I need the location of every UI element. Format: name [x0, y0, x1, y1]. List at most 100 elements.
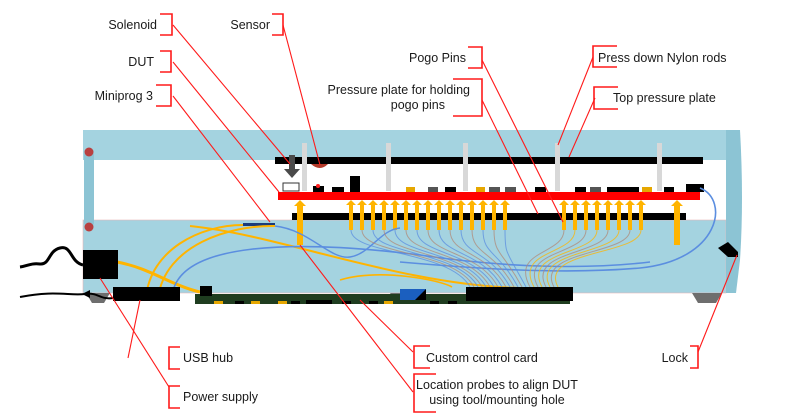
pogo-wires	[350, 229, 642, 288]
pogo-wire	[394, 229, 487, 288]
pogo-wire	[416, 229, 495, 288]
custom-control-card	[195, 286, 573, 304]
label-usb-hub: USB hub	[183, 351, 233, 365]
pogo-wire	[372, 229, 479, 288]
smd	[428, 187, 438, 192]
pogo-wire	[525, 229, 565, 288]
label-pressure-plate-line1: Pressure plate for holding	[328, 83, 470, 97]
pogo-wire	[405, 229, 491, 288]
smd	[575, 187, 586, 192]
smd	[489, 187, 500, 192]
label-power-supply: Power supply	[183, 390, 259, 404]
plug-icon	[82, 290, 90, 298]
pogo-wire	[538, 229, 598, 288]
bracket-nylon-rods	[592, 45, 617, 68]
callout-sensor	[282, 24, 321, 166]
label-lock: Lock	[662, 351, 689, 365]
pogo-pin	[357, 200, 367, 230]
smd	[406, 187, 415, 192]
smd	[306, 300, 332, 304]
pogo-pin	[423, 200, 433, 230]
smd	[445, 187, 456, 192]
callout-pressure-plate	[481, 99, 539, 215]
connector	[686, 184, 704, 192]
label-miniprog: Miniprog 3	[95, 89, 153, 103]
pogo-wire	[427, 229, 499, 288]
callout-miniprog	[172, 95, 271, 223]
hinge-bar	[84, 152, 94, 226]
nylon-rods	[302, 143, 662, 191]
callout-dut	[172, 61, 280, 193]
bracket-location-probes	[413, 373, 436, 413]
pogo-pin	[368, 200, 378, 230]
smd	[342, 301, 351, 304]
top-pressure-plate	[275, 157, 703, 164]
sensor	[311, 164, 328, 168]
pogo-pressure-plate	[292, 213, 686, 220]
pogo-pin	[456, 200, 466, 230]
pogo-wire	[504, 229, 527, 288]
pogo-pin	[379, 200, 389, 230]
power-supply-body	[83, 250, 118, 279]
pogo-wire	[350, 229, 471, 288]
bracket-usb-hub	[168, 346, 180, 370]
callout-top-plate	[568, 97, 596, 158]
pogo-wire	[361, 229, 475, 288]
pogo-wire	[471, 229, 515, 288]
label-sensor: Sensor	[230, 18, 270, 32]
pogo-pin	[581, 200, 591, 230]
pogo-wire	[529, 229, 576, 288]
blue-component-corner	[415, 289, 426, 300]
label-top-pressure-plate: Top pressure plate	[613, 91, 716, 105]
smd	[590, 187, 601, 192]
nylon-rod	[386, 143, 391, 191]
label-dut: DUT	[128, 55, 154, 69]
bracket-sensor	[272, 13, 284, 36]
smd	[278, 301, 287, 304]
smd	[607, 187, 639, 192]
power-supply	[19, 246, 118, 300]
callout-nylon-rods	[557, 56, 594, 146]
label-brackets	[156, 13, 699, 413]
pogo-pin	[478, 200, 488, 230]
bracket-pressure-plate	[453, 78, 483, 117]
pogo-pin	[346, 200, 356, 230]
pogo-pin	[636, 200, 646, 230]
callout-lock	[697, 254, 738, 353]
lid-top-band	[83, 130, 726, 160]
pogo-wire	[534, 229, 587, 288]
smd	[476, 187, 485, 192]
pogo-pin	[559, 200, 569, 230]
foot-left	[86, 293, 110, 303]
smd	[384, 301, 393, 304]
location-probe	[294, 200, 306, 245]
solenoid-arrow-icon	[284, 169, 300, 178]
usb-hub	[113, 287, 180, 301]
pogo-wire	[383, 229, 483, 288]
control-card-pcb	[195, 294, 570, 304]
dut-components	[313, 176, 704, 192]
pogo-pin	[625, 200, 635, 230]
smd	[291, 301, 300, 304]
led	[316, 184, 320, 188]
pogo-wire	[438, 229, 503, 288]
chip	[332, 187, 344, 192]
wire-orange	[157, 224, 276, 299]
foot-right	[692, 293, 722, 303]
dut-board	[278, 192, 700, 200]
pogo-pins	[346, 200, 646, 230]
hinge-dot-bottom	[84, 222, 94, 232]
pogo-pin	[603, 200, 613, 230]
pogo-pin	[401, 200, 411, 230]
nylon-rod	[555, 143, 560, 191]
bracket-pogo-pins	[468, 46, 483, 69]
pogo-wire	[542, 229, 609, 288]
callout-lines	[99, 24, 738, 393]
bracket-dut	[160, 50, 172, 73]
location-probes	[294, 200, 683, 245]
smd	[664, 187, 674, 192]
pogo-pin	[434, 200, 444, 230]
callout-solenoid	[172, 24, 291, 165]
pogo-wire	[460, 229, 511, 288]
